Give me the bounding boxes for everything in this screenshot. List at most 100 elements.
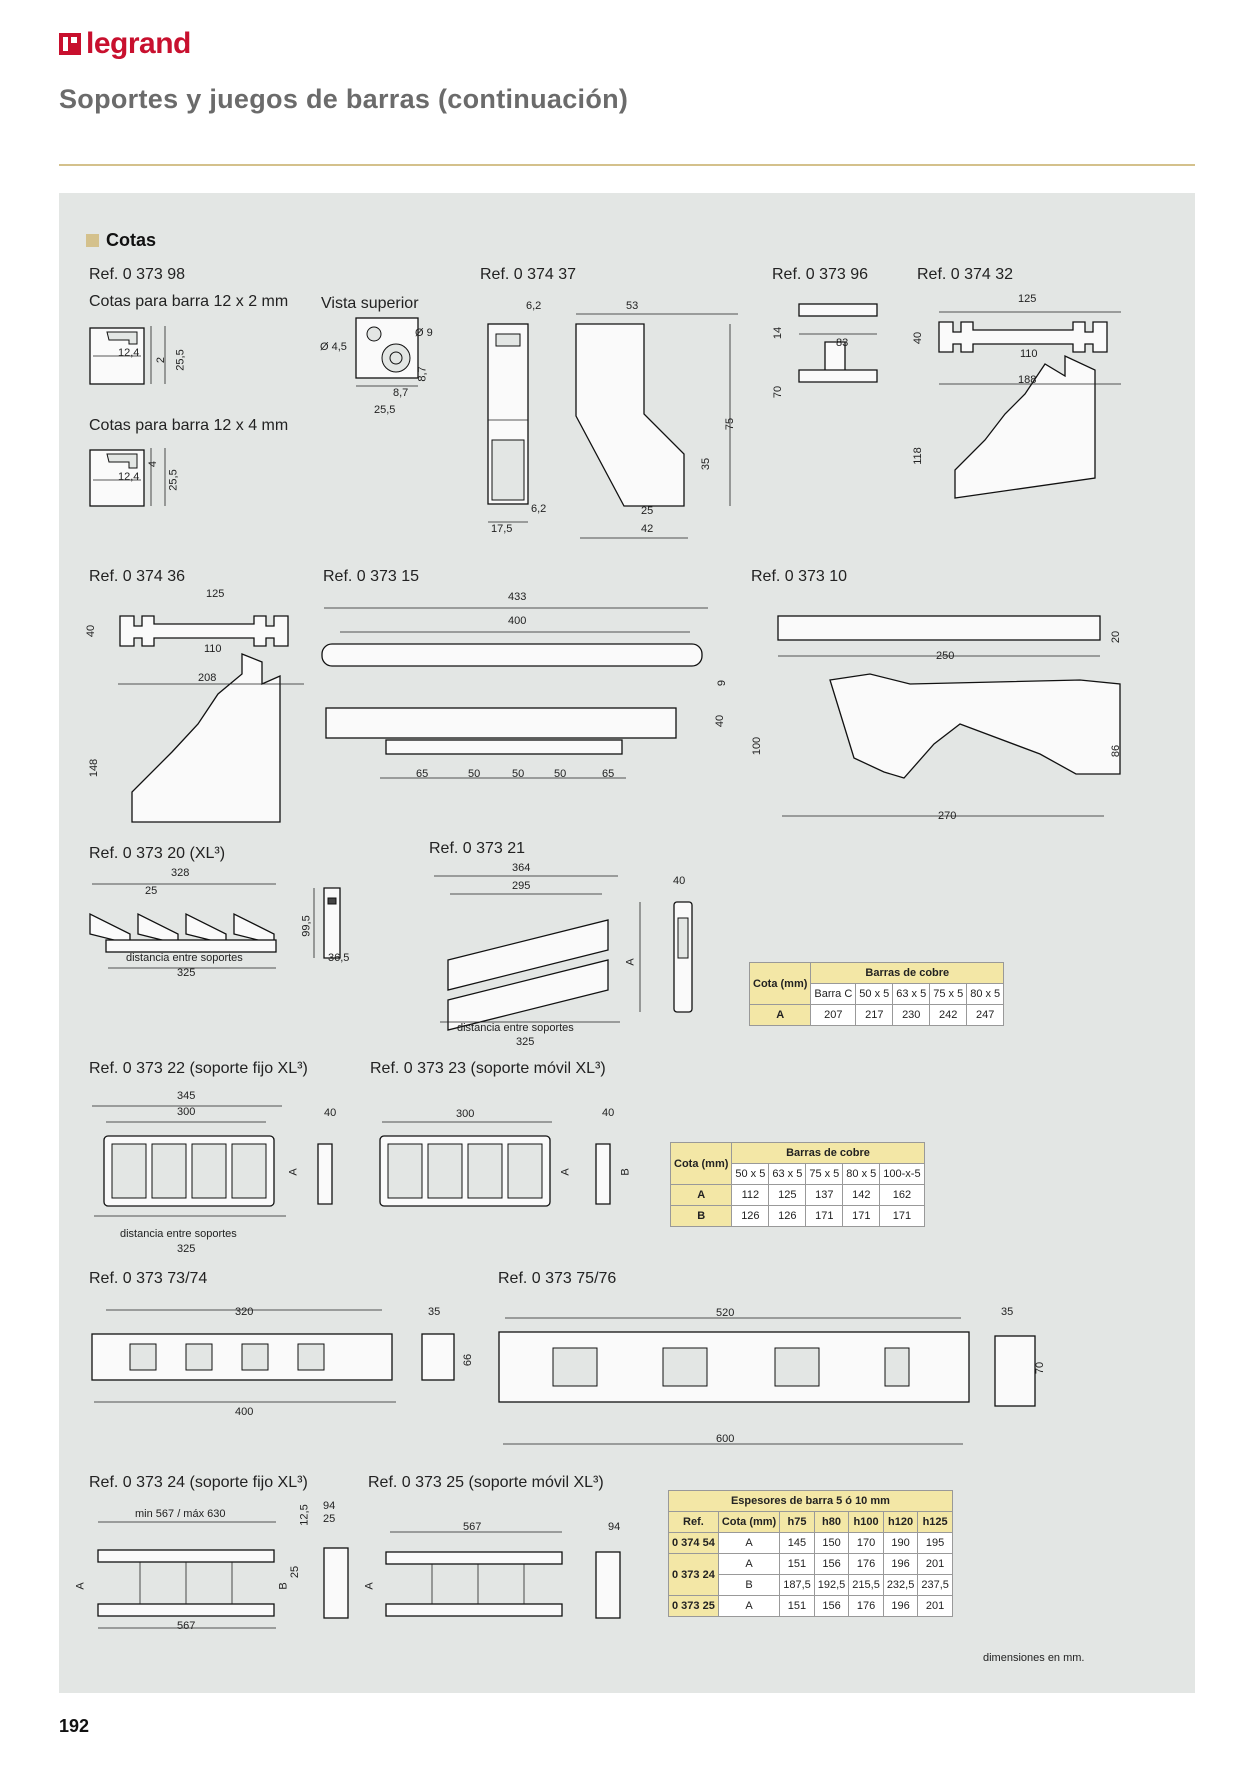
dim-a-4: A [74,1582,87,1590]
table-cell: B [717,1574,781,1596]
table-cell: 151 [779,1595,815,1617]
dim-40-a: 40 [912,331,925,345]
drawing-037432 [938,311,1121,499]
table1-title: Barras de cobre [810,962,1005,984]
table-cell: 192,5 [813,1574,850,1596]
dist-entre-soportes-2: distancia entre soportes [457,1022,574,1034]
table2-col-4: 100-x-5 [879,1163,925,1185]
dim-94-a: 94 [323,1500,336,1512]
table2-cota-header: Cota (mm) [669,1142,733,1185]
table3-col-3: h120 [882,1511,919,1533]
drawing-037398-a [89,326,166,385]
dim-320: 320 [235,1306,254,1318]
dim-14: 14 [772,326,785,340]
dim-70-a: 70 [772,385,785,399]
table-row: A 207 217 230 242 247 [748,1004,1005,1026]
table-cell: 196 [882,1553,919,1575]
table3-ref-header: Ref. [668,1511,719,1533]
drawing-037373 [91,1309,455,1403]
dim-6-2-a: 6,2 [526,300,542,312]
table1-col-4: 80 x 5 [966,983,1005,1005]
table-cell: 242 [929,1004,968,1026]
table-row: 0 374 54 A 145 150 170 190 195 [668,1532,953,1554]
dim-188: 188 [1018,374,1037,386]
dim-40-c: 40 [714,714,727,728]
table1-row-key: A [748,1004,812,1026]
table-cell: 151 [779,1553,815,1575]
dim-125-a: 125 [1018,293,1037,305]
drawing-037321-side [673,901,693,1013]
drawing-037396 [798,303,878,383]
dim-17-5: 17,5 [491,523,513,535]
ref-037432: Ref. 0 374 32 [917,266,1014,283]
table-cell: 196 [882,1595,919,1617]
footnote: dimensiones en mm. [983,1652,1085,1664]
dim-567-a: 567 [177,1620,196,1632]
page-number: 192 [59,1716,90,1736]
dim-300-a: 300 [177,1106,196,1118]
dim-40-f: 40 [602,1107,615,1119]
dim-50-a: 50 [468,768,481,780]
dim-40-d: 40 [673,875,686,887]
table-row: B 187,5 192,5 215,5 232,5 237,5 [669,1574,953,1596]
drawing-037321 [434,875,641,1031]
table3-col-0: h75 [779,1511,815,1533]
section-heading: Cotas [86,230,156,251]
dim-53: 53 [626,300,639,312]
dim-118: 118 [911,447,924,465]
dim-325-b: 325 [516,1036,535,1048]
dim-433: 433 [508,591,527,603]
dim-50-c: 50 [554,768,567,780]
dim-12-4-b: 12,4 [118,471,140,483]
drawing-037436 [118,615,304,823]
dim-325-a: 325 [177,967,196,979]
table1-col-1: 50 x 5 [855,983,894,1005]
dim-25-d: 25 [289,1565,302,1579]
table-row: 0 373 25 A 151 156 176 196 201 [668,1595,953,1617]
table-cell: 217 [855,1004,894,1026]
table-cell: 201 [917,1595,953,1617]
dim-400-a: 400 [508,615,527,627]
drawing-037325 [385,1531,621,1619]
table2-col-3: 80 x 5 [842,1163,881,1185]
dim-295: 295 [512,880,531,892]
dim-25-c: 25 [323,1513,336,1525]
table-cell: 126 [731,1205,770,1227]
drawing-037437-front [487,323,529,523]
table-cell: 171 [879,1205,925,1227]
table3-cota-header: Cota (mm) [717,1511,781,1533]
table-cell: 145 [779,1532,815,1554]
dim-25-5-b: 25,5 [167,469,180,491]
table2-row-key-a: A [669,1184,733,1206]
table2-row-key-b: B [669,1205,733,1227]
ref-037436: Ref. 0 374 36 [89,568,186,585]
drawing-037398-b [89,448,166,507]
dim-250: 250 [936,650,955,662]
dim-110-b: 110 [204,643,222,655]
table-cell: 176 [848,1595,884,1617]
drawing-037324 [97,1521,349,1629]
dim-4: 4 [147,460,160,468]
dim-110-a: 110 [1020,348,1038,360]
table-cell: 162 [879,1184,925,1206]
subtitle-barra-12x2: Cotas para barra 12 x 2 mm [89,293,289,310]
table-cell: A [717,1553,781,1575]
table-cell: 207 [810,1004,857,1026]
dim-phi-9: Ø 9 [415,327,433,339]
dim-12-4-a: 12,4 [118,347,140,359]
ref-037398: Ref. 0 373 98 [89,266,186,283]
dim-min-max: min 567 / máx 630 [135,1508,226,1520]
dim-148: 148 [88,758,101,778]
dim-35-b: 35 [428,1306,441,1318]
legrand-logo: legrand [59,27,191,61]
dim-325-c: 325 [177,1243,196,1255]
table-cell: A [717,1595,781,1617]
subtitle-barra-12x4: Cotas para barra 12 x 4 mm [89,417,289,434]
dim-83: 83 [836,337,849,349]
dist-entre-soportes-1: distancia entre soportes [126,952,243,964]
table-cell: 190 [882,1532,919,1554]
drawing-037322 [92,1105,333,1217]
dim-520: 520 [716,1307,735,1319]
table-cell: 237,5 [917,1574,953,1596]
dim-364: 364 [512,862,531,874]
